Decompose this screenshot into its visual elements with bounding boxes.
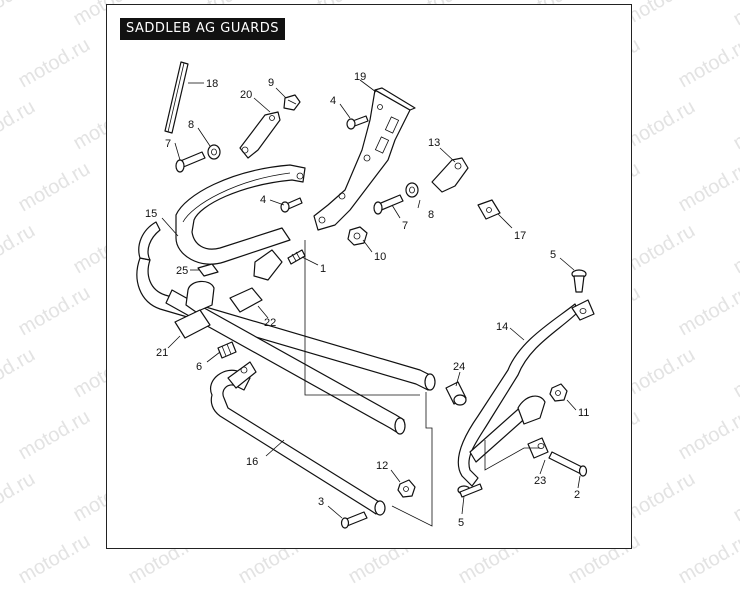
callout-21: 21 [156,347,168,359]
part-5-pin-upper [571,269,587,293]
part-15-upper-guard [136,164,436,435]
part-19-mount-bracket [313,87,416,231]
part-8-washer-right [405,182,419,198]
callout-2: 2 [574,489,580,501]
callout-labels: 1 2 3 4 4 5 5 6 7 7 8 8 9 10 11 12 13 14… [145,71,589,529]
part-4-bolt-upper [346,115,369,130]
part-10-nut [347,226,368,246]
part-6-stud [217,341,237,359]
part-saddle-bracket [185,249,283,313]
callout-19: 19 [354,71,366,83]
part-14-right-guard [457,299,595,487]
callout-15: 15 [145,208,157,220]
callout-25: 25 [176,265,188,277]
callout-4-lower: 4 [260,194,266,206]
diagram-frame [106,4,632,549]
callout-18: 18 [206,78,218,90]
exploded-parts-diagram: 1 2 3 4 4 5 5 6 7 7 8 8 9 10 11 12 13 14… [136,61,595,529]
part-17-clip-nut [477,199,501,220]
part-20-small-bracket [239,111,281,159]
callout-24: 24 [453,361,465,373]
callout-12: 12 [376,460,388,472]
callout-6: 6 [196,361,202,373]
alignment-lines [304,240,540,527]
part-25-plate [197,263,219,277]
leader-lines [161,79,581,519]
callout-5-lower: 5 [458,517,464,529]
callout-5-upper: 5 [550,249,556,261]
callout-16: 16 [246,456,258,468]
diagram-title: SADDLEB AG GUARDS [120,18,285,40]
callout-8-right: 8 [428,209,434,221]
callout-4-upper: 4 [330,95,336,107]
part-21-bracket [174,309,211,339]
part-14-end-bracket [517,395,546,425]
callout-17: 17 [514,230,526,242]
callout-7-left: 7 [165,138,171,150]
part-13-clamp [431,157,469,193]
callout-10: 10 [374,251,386,263]
part-24-spacer [445,381,467,406]
part-8-washer-left [207,144,221,160]
part-7-bolt-left [175,151,206,173]
callout-9: 9 [268,77,274,89]
callout-1: 1 [320,263,326,275]
part-12-nut [397,479,416,498]
callout-14: 14 [496,321,508,333]
part-5-bolt-lower [457,483,483,498]
part-7-bolt-right [373,194,404,215]
callout-7-right: 7 [402,220,408,232]
callout-3: 3 [318,496,324,508]
part-9-nut [283,94,301,111]
callout-13: 13 [428,137,440,149]
part-16-lower-guard [209,361,386,516]
part-4-bolt-lower [280,197,303,213]
part-11-nut [549,383,568,402]
callout-20: 20 [240,89,252,101]
callout-23: 23 [534,475,546,487]
callout-11: 11 [578,407,589,419]
callout-8-left: 8 [188,119,194,131]
callout-22: 22 [264,317,276,329]
part-3-bolt [340,511,368,529]
part-18-strip [164,61,189,134]
part-2-bolt [548,451,588,477]
